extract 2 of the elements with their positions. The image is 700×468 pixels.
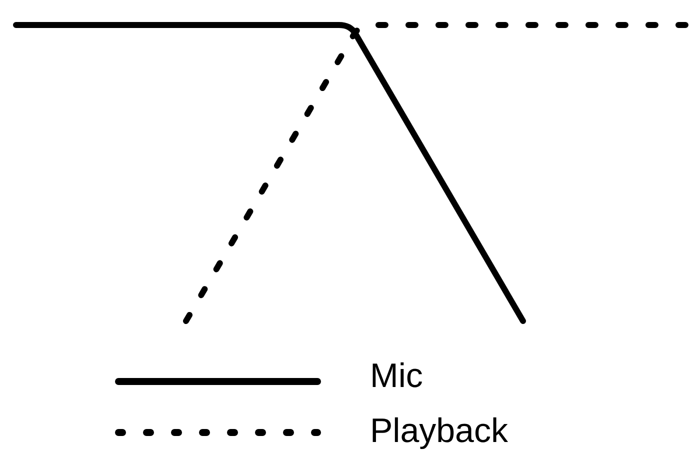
legend-label: Playback — [370, 414, 508, 448]
legend-label: Mic — [370, 359, 423, 393]
